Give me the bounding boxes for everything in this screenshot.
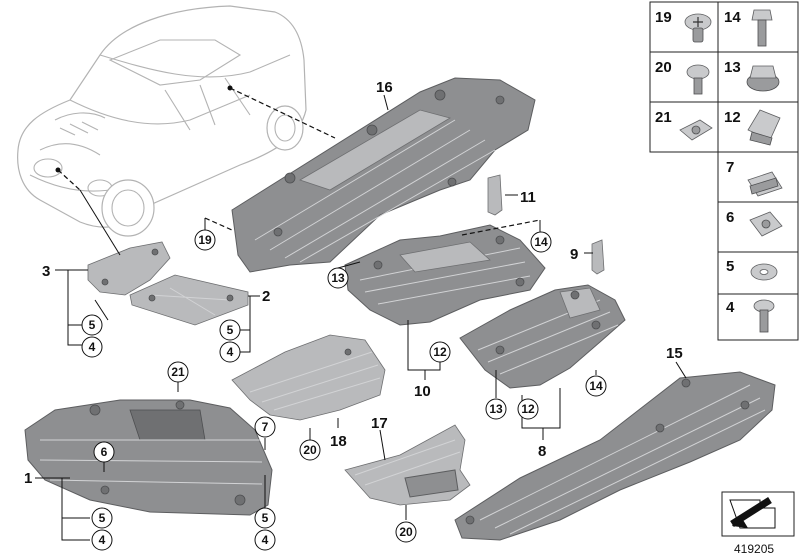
callout-14-bottom: 14 (589, 379, 603, 393)
label-1: 1 (24, 470, 32, 487)
part-10-center-panel (344, 224, 546, 326)
legend-label-20: 20 (655, 59, 672, 76)
legend-label-13: 13 (724, 59, 741, 76)
part-labels: 16 11 9 3 2 10 8 15 18 17 1 (24, 79, 683, 487)
label-8: 8 (538, 443, 546, 460)
legend-label-12: 12 (724, 109, 741, 126)
part-16-underbody-panel (231, 77, 536, 273)
label-9: 9 (570, 246, 578, 263)
callout-20-mid: 20 (303, 443, 317, 457)
label-15: 15 (666, 345, 683, 362)
callout-13-bottom: 13 (489, 402, 503, 416)
label-18: 18 (330, 433, 347, 450)
legend-label-7: 7 (726, 159, 734, 176)
part-18-panel (231, 334, 386, 421)
label-10: 10 (414, 383, 431, 400)
fastener-legend: 19 14 20 13 21 (649, 1, 799, 341)
callout-6: 6 (101, 445, 108, 459)
callout-4-mid: 4 (227, 345, 234, 359)
clip-nut-icon (679, 119, 713, 141)
callout-12-bottom: 12 (521, 402, 535, 416)
part-11-bracket (487, 174, 503, 216)
part-9-bracket (591, 239, 605, 275)
legend-cell-13 (717, 51, 799, 103)
callout-13-top: 13 (331, 271, 345, 285)
label-3: 3 (42, 263, 50, 280)
callout-4-lower: 4 (99, 533, 106, 547)
callout-5-left: 5 (89, 318, 96, 332)
circled-callouts: 19 14 13 12 13 12 14 5 4 5 4 21 6 7 20 2… (81, 229, 607, 551)
legend-label-6: 6 (726, 209, 734, 226)
label-17: 17 (371, 415, 388, 432)
direction-arrow-icon (729, 497, 776, 529)
callout-19: 19 (198, 233, 212, 247)
screw-washer-icon (686, 64, 710, 95)
car-illustration (17, 5, 307, 237)
callout-7: 7 (262, 420, 269, 434)
callout-4-left: 4 (89, 340, 96, 354)
callout-14-top: 14 (534, 235, 548, 249)
legend-label-21: 21 (655, 109, 672, 126)
callout-4-right: 4 (262, 533, 269, 547)
screw-clip-icon (684, 13, 712, 43)
callout-5-lower: 5 (99, 511, 106, 525)
legend-label-14: 14 (724, 9, 741, 26)
callout-21: 21 (171, 365, 185, 379)
callout-5-right: 5 (262, 511, 269, 525)
nut-icon (746, 65, 780, 92)
label-11: 11 (520, 189, 536, 206)
torx-screw-icon (753, 299, 775, 333)
legend-label-5: 5 (726, 258, 734, 275)
label-2: 2 (262, 288, 270, 305)
part-15-side-panel (454, 371, 776, 541)
u-clip-icon (747, 171, 783, 197)
part-1-front-shield (24, 399, 273, 516)
part-3-bracket (87, 241, 171, 296)
diagram-number: 419205 (734, 542, 774, 556)
callout-5-mid: 5 (227, 323, 234, 337)
callout-12-top: 12 (433, 345, 447, 359)
part-8-right-panel (459, 284, 626, 389)
legend-label-4: 4 (726, 299, 735, 316)
view-direction-box (721, 491, 795, 537)
speed-nut-icon (749, 211, 783, 237)
part-2-small-plate (129, 274, 249, 326)
label-16: 16 (376, 79, 393, 96)
bolt-icon (751, 9, 773, 47)
part-17-panel (344, 424, 471, 506)
callout-20-bottom: 20 (399, 525, 413, 539)
legend-label-19: 19 (655, 9, 672, 26)
washer-icon (750, 263, 778, 281)
spring-clip-icon (747, 109, 781, 146)
